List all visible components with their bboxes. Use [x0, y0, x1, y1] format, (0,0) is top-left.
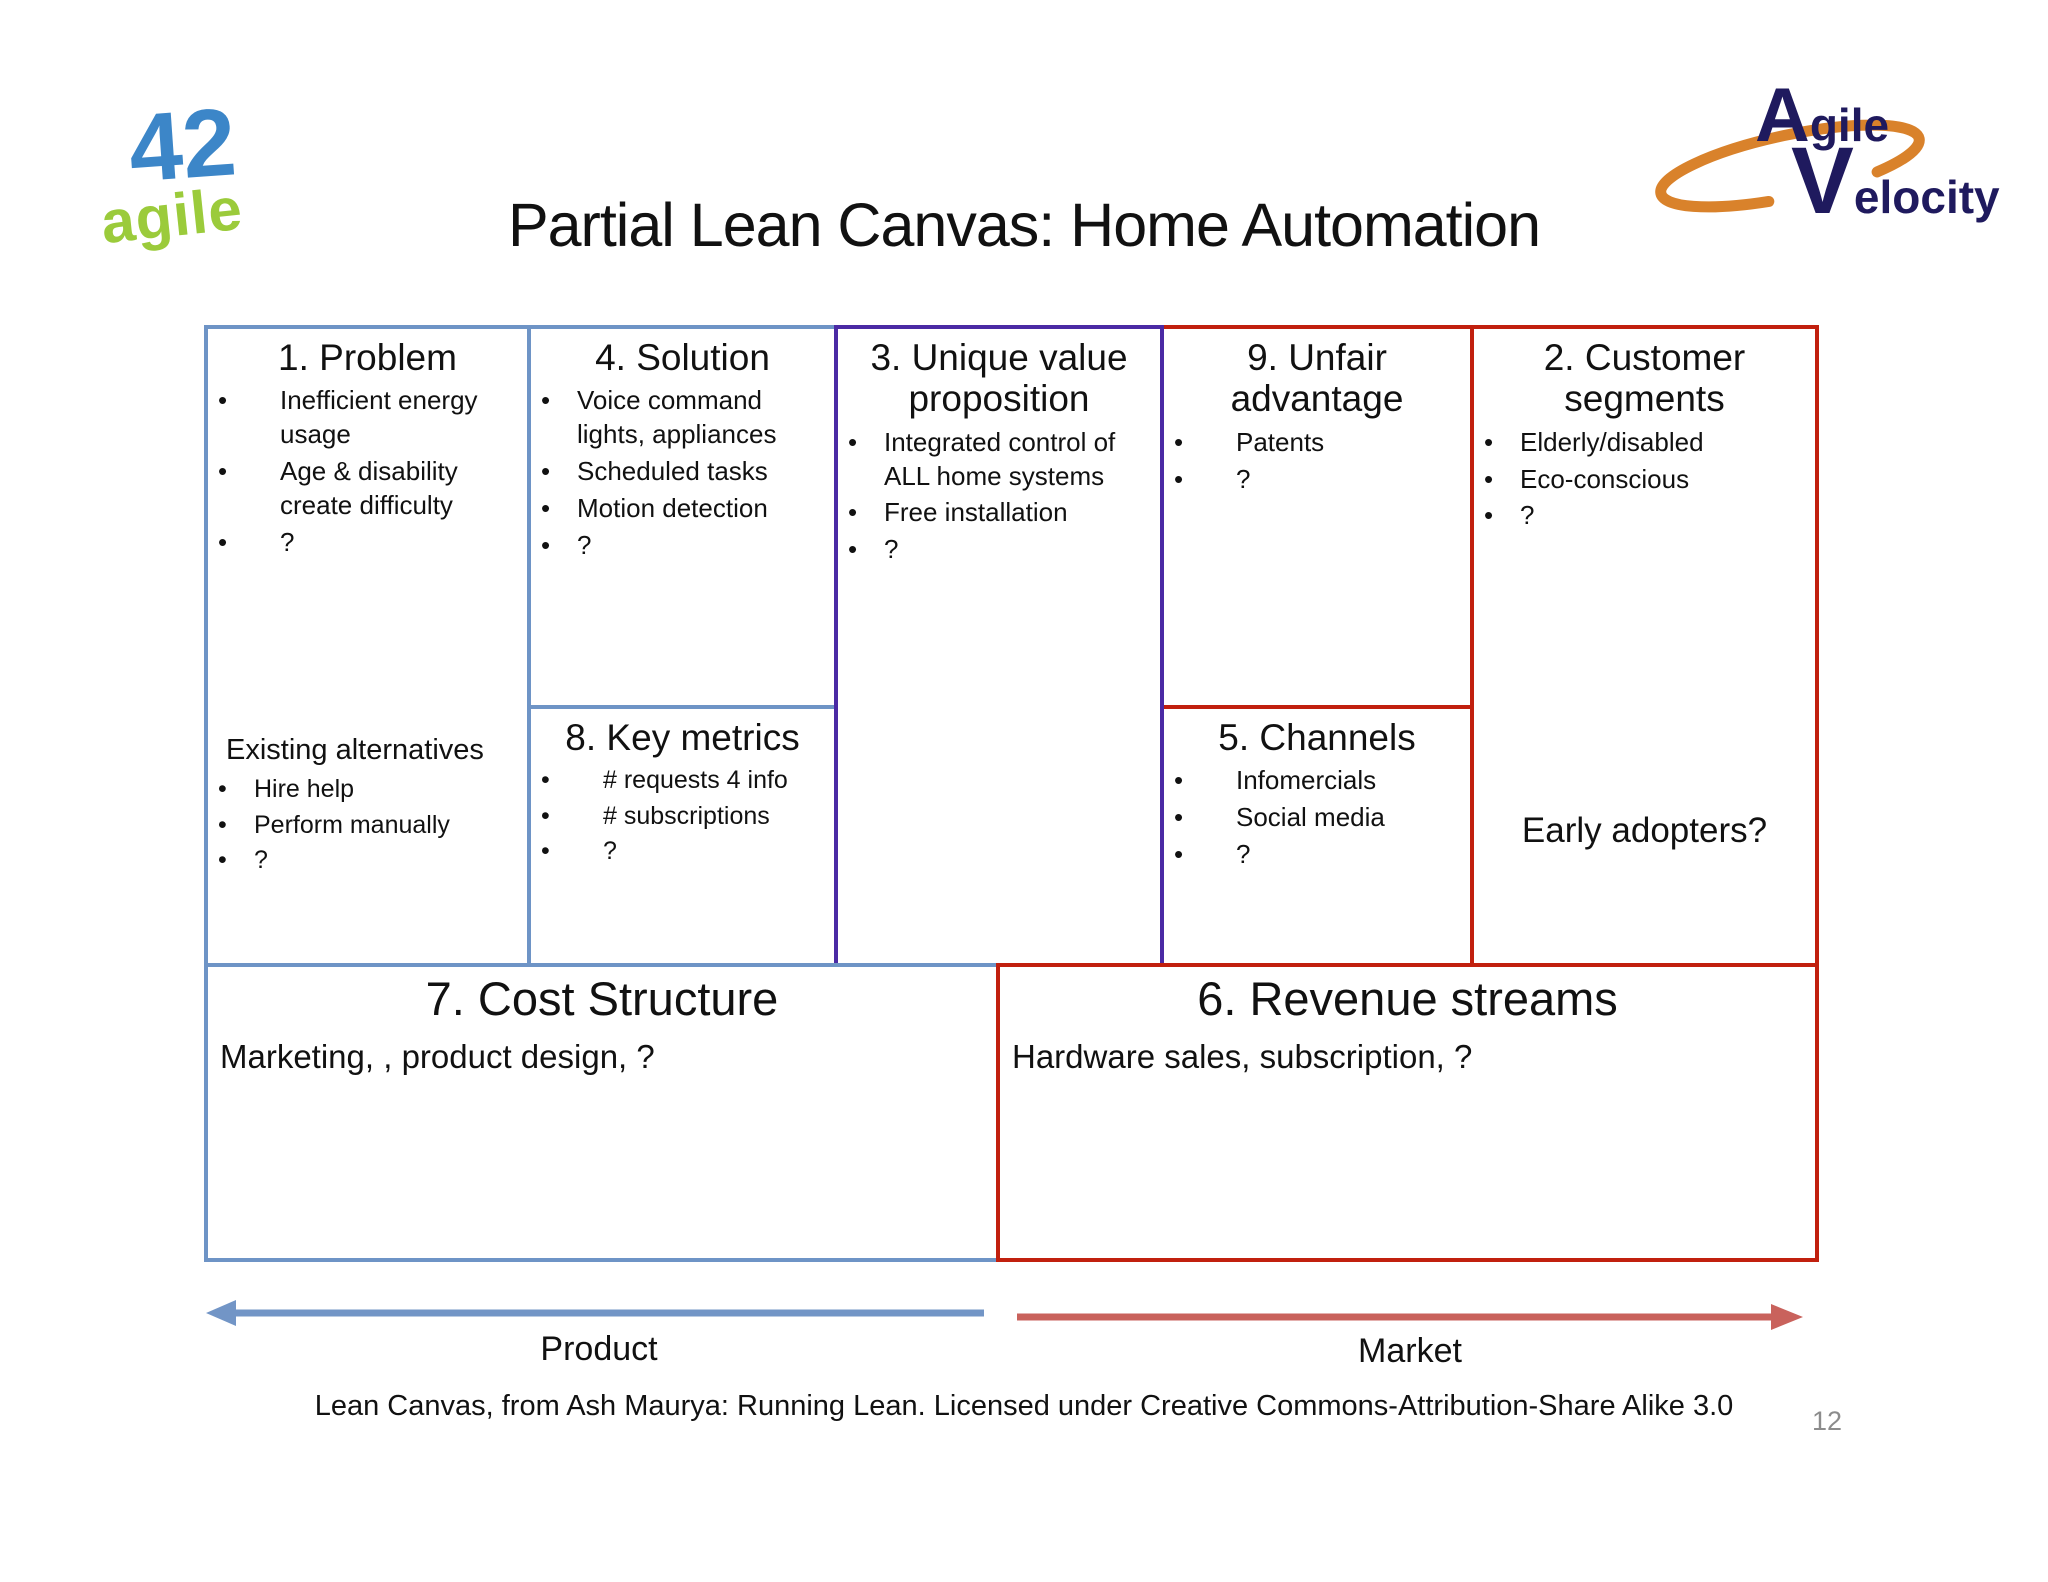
bullet-icon — [218, 809, 234, 842]
bullet-item: Infomercials — [1174, 764, 1462, 798]
bullet-icon — [541, 800, 557, 833]
bullet-icon — [541, 455, 557, 489]
unfair-advantage-bullets: Patents ? — [1164, 426, 1470, 497]
bullet-icon — [1484, 463, 1500, 497]
solution-title: 4. Solution — [595, 337, 770, 378]
customer-segments-box: 2. Customer segments Elderly/disabled Ec… — [1470, 325, 1819, 967]
problem-box: 1. Problem Inefficient energy usage Age … — [204, 325, 531, 967]
market-axis-label: Market — [1358, 1332, 1462, 1370]
bullet-icon — [541, 835, 557, 868]
early-adopters-note: Early adopters? — [1521, 811, 1768, 850]
bullet-icon — [1174, 838, 1190, 872]
bullet-item: Free installation — [848, 496, 1152, 530]
bullet-icon — [1174, 801, 1190, 835]
key-metrics-box: 8. Key metrics # requests 4 info # subsc… — [527, 705, 838, 967]
bullet-icon — [541, 492, 557, 526]
bullet-item: ? — [218, 526, 519, 560]
agile-velocity-logo: Agile Velocity — [1645, 73, 2000, 248]
bullet-icon — [1174, 764, 1190, 798]
bullet-icon — [218, 526, 234, 560]
market-arrow-icon — [1017, 1304, 1803, 1330]
bullet-item: Perform manually — [218, 809, 519, 842]
unique-value-proposition-bullets: Integrated control of ALL home systems F… — [838, 426, 1160, 567]
bullet-icon — [848, 533, 864, 567]
cost-structure-box: 7. Cost Structure Marketing, , product d… — [204, 963, 1000, 1262]
revenue-streams-title: 6. Revenue streams — [1197, 972, 1618, 1025]
key-metrics-bullets: # requests 4 info # subscriptions ? — [531, 764, 834, 868]
bullet-icon — [1484, 499, 1500, 533]
bullet-icon — [1174, 426, 1190, 460]
bullet-icon — [541, 764, 557, 797]
channels-bullets: Infomercials Social media ? — [1164, 764, 1470, 871]
existing-alternatives-bullets: Hire help Perform manually ? — [208, 773, 527, 877]
customer-segments-title: 2. Customer segments — [1543, 337, 1746, 420]
bullet-icon — [218, 844, 234, 877]
cost-structure-body: Marketing, , product design, ? — [220, 1037, 655, 1075]
unfair-advantage-box: 9. Unfair advantage Patents ? — [1160, 325, 1474, 709]
bullet-item: # requests 4 info — [541, 764, 826, 797]
swoosh-icon — [1655, 119, 1925, 213]
page-title: Partial Lean Canvas: Home Automation — [507, 191, 1541, 259]
agile-velocity-word1: Agile — [1755, 73, 1890, 158]
agile-velocity-word2: Velocity — [1791, 128, 2000, 233]
bullet-icon — [218, 773, 234, 806]
bullet-item: Scheduled tasks — [541, 455, 826, 489]
solution-box: 4. Solution Voice command lights, applia… — [527, 325, 838, 709]
key-metrics-title: 8. Key metrics — [565, 717, 800, 758]
bullet-item: # subscriptions — [541, 800, 826, 833]
problem-title: 1. Problem — [278, 337, 457, 378]
customer-segments-bullets: Elderly/disabled Eco-conscious ? — [1474, 426, 1815, 533]
channels-box: 5. Channels Infomercials Social media ? — [1160, 705, 1474, 967]
product-axis-label: Product — [540, 1330, 658, 1368]
bullet-item: Hire help — [218, 773, 519, 806]
existing-alternatives-title: Existing alternatives — [226, 734, 484, 766]
bullet-item: ? — [541, 835, 826, 868]
bullet-item: ? — [848, 533, 1152, 567]
bullet-item: Age & disability create difficulty — [218, 455, 519, 523]
bullet-icon — [541, 384, 557, 418]
license-text: Lean Canvas, from Ash Maurya: Running Le… — [314, 1390, 1734, 1422]
solution-bullets: Voice command lights, appliances Schedul… — [531, 384, 834, 562]
bullet-item: ? — [541, 529, 826, 563]
bullet-item: ? — [1174, 838, 1462, 872]
existing-alternatives-section: Existing alternatives Hire help Perform … — [208, 734, 527, 877]
unique-value-proposition-box: 3. Unique value proposition Integrated c… — [834, 325, 1164, 967]
page-number: 12 — [1812, 1406, 1843, 1436]
revenue-streams-box: 6. Revenue streams Hardware sales, subsc… — [996, 963, 1819, 1262]
bullet-item: ? — [1174, 463, 1462, 497]
unique-value-proposition-title: 3. Unique value proposition — [870, 337, 1128, 420]
cost-structure-title: 7. Cost Structure — [425, 972, 779, 1025]
bullet-item: Elderly/disabled — [1484, 426, 1807, 460]
bullet-item: Inefficient energy usage — [218, 384, 519, 452]
bullet-icon — [1484, 426, 1500, 460]
bullet-item: ? — [1484, 499, 1807, 533]
bullet-item: Integrated control of ALL home systems — [848, 426, 1152, 494]
bullet-icon — [1174, 463, 1190, 497]
bullet-item: Voice command lights, appliances — [541, 384, 826, 452]
bullet-item: Patents — [1174, 426, 1462, 460]
bullet-icon — [218, 455, 234, 489]
bullet-item: Motion detection — [541, 492, 826, 526]
bullet-item: Eco-conscious — [1484, 463, 1807, 497]
bullet-icon — [541, 529, 557, 563]
bullet-icon — [848, 426, 864, 460]
product-arrow-icon — [206, 1300, 984, 1326]
channels-title: 5. Channels — [1218, 717, 1416, 758]
unfair-advantage-title: 9. Unfair advantage — [1230, 337, 1404, 420]
revenue-streams-body: Hardware sales, subscription, ? — [1012, 1037, 1473, 1075]
bullet-icon — [218, 384, 234, 418]
bullet-item: Social media — [1174, 801, 1462, 835]
bullet-item: ? — [218, 844, 519, 877]
problem-bullets: Inefficient energy usage Age & disabilit… — [208, 384, 527, 559]
bullet-icon — [848, 496, 864, 530]
